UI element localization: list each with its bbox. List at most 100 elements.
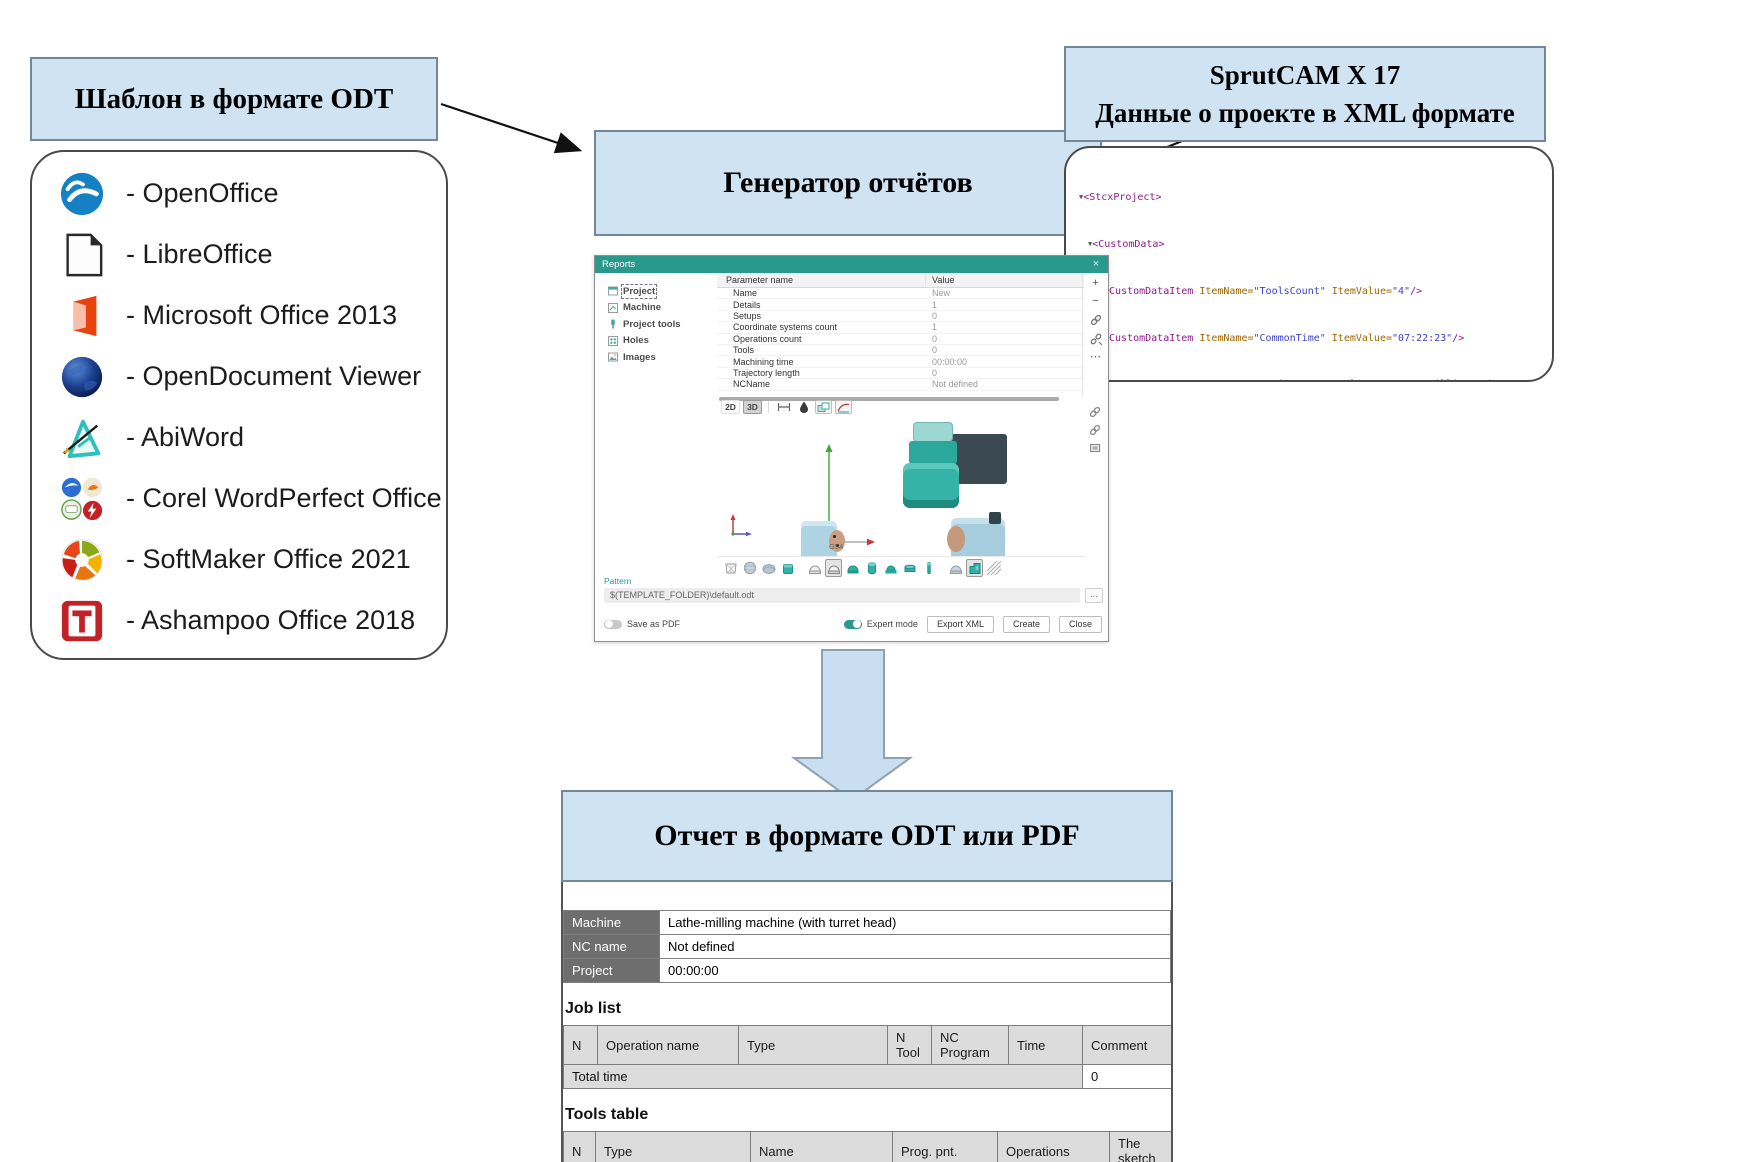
plus-icon[interactable]: + xyxy=(1092,277,1099,289)
parameter-table-header: Parameter name Value xyxy=(717,273,1084,288)
app-label: - Ashampoo Office 2018 xyxy=(126,605,416,635)
chuck-white-icon[interactable] xyxy=(806,559,823,577)
save-as-pdf-label: Save as PDF xyxy=(627,619,681,629)
close-icon[interactable]: × xyxy=(1092,258,1100,270)
job-list-table: N Operation name Type N Tool NC Program … xyxy=(563,1025,1171,1089)
save-as-pdf-toggle[interactable] xyxy=(604,619,622,629)
expert-mode-toggle[interactable] xyxy=(843,619,862,629)
nav-item-holes[interactable]: Holes xyxy=(608,335,717,346)
unlink-icon[interactable] xyxy=(1090,333,1102,345)
part-gear xyxy=(903,463,959,508)
snapshot-icon[interactable] xyxy=(1089,442,1101,454)
app-label: - SoftMaker Office 2021 xyxy=(126,544,411,574)
pin-icon[interactable] xyxy=(920,559,937,577)
sphere-part-icon[interactable] xyxy=(741,559,758,577)
app-label: - Corel WordPerfect Office xyxy=(126,483,442,513)
chuck-dot xyxy=(836,544,839,547)
tab-2d[interactable]: 2D xyxy=(721,400,740,414)
browse-button[interactable]: ... xyxy=(1085,588,1103,603)
solid-part-icon[interactable] xyxy=(779,559,796,577)
mesh-part-icon[interactable] xyxy=(760,559,777,577)
report-output-title: Отчет в формате ODT или PDF xyxy=(654,819,1080,852)
app-label: - Microsoft Office 2013 xyxy=(126,300,398,330)
export-xml-button[interactable]: Export XML xyxy=(926,615,994,633)
template-format-title: Шаблон в формате ODT xyxy=(74,82,394,115)
reports-dialog: Reports × Project Machine Project tools … xyxy=(594,255,1109,642)
nav-item-images[interactable]: Images xyxy=(608,351,717,363)
images-icon xyxy=(608,352,618,362)
nav-item-project[interactable]: Project xyxy=(608,283,717,299)
create-button[interactable]: Create xyxy=(1002,615,1050,633)
link-icon[interactable] xyxy=(1090,314,1102,326)
overlap-icon[interactable] xyxy=(815,400,832,414)
barrel-icon[interactable] xyxy=(863,559,880,577)
part-body xyxy=(909,441,957,464)
project-icon xyxy=(608,286,618,296)
coordinate-system-label: G54 xyxy=(829,542,844,551)
col-value: Value xyxy=(932,275,955,285)
more-icon[interactable]: ⋯ xyxy=(1090,351,1101,363)
list-item: - OpenOffice xyxy=(32,163,446,224)
libreoffice-icon xyxy=(66,233,103,276)
list-item: - Ashampoo Office 2018 xyxy=(32,590,446,651)
dialog-title: Reports xyxy=(602,259,636,270)
holes-icon xyxy=(608,335,618,346)
nav-label: Machine xyxy=(623,302,662,313)
chuck-selected-icon[interactable] xyxy=(825,558,842,577)
xml-line[interactable]: ▼<CustomData> xyxy=(1088,238,1165,250)
corel-icon xyxy=(61,477,103,520)
3d-viewport[interactable]: G54 xyxy=(717,416,1084,556)
chuck-teal2-icon[interactable] xyxy=(882,559,899,577)
curve-icon[interactable] xyxy=(835,400,852,414)
openoffice-icon xyxy=(60,172,104,215)
disc-icon[interactable] xyxy=(901,559,918,577)
abiword-icon xyxy=(63,419,101,458)
nav-item-machine[interactable]: Machine xyxy=(608,302,717,313)
list-item: - Corel WordPerfect Office xyxy=(32,468,446,529)
collapse-triangle-icon[interactable]: ▼ xyxy=(1079,193,1084,202)
cap-gray-icon[interactable] xyxy=(947,559,964,577)
collapse-triangle-icon[interactable]: ▼ xyxy=(1088,239,1093,248)
orientation-triad-icon xyxy=(730,514,752,537)
chuck-teal-icon[interactable] xyxy=(844,559,861,577)
list-item: - AbiWord xyxy=(32,407,446,468)
nav-label: Project xyxy=(620,283,658,299)
horizontal-scrollbar[interactable] xyxy=(719,397,1059,401)
hatch-icon[interactable] xyxy=(985,559,1002,577)
app-label: - OpenOffice xyxy=(126,178,279,208)
project-tools-icon xyxy=(611,319,615,329)
link-icon[interactable] xyxy=(1089,406,1101,418)
machine-teal-icon[interactable] xyxy=(966,558,983,577)
droplet-icon[interactable] xyxy=(795,400,812,414)
nav-label: Images xyxy=(623,351,656,363)
sprutcam-title-line2: Данные о проекте в XML формате xyxy=(1095,98,1515,128)
wire-part-icon[interactable] xyxy=(722,559,739,577)
dialog-titlebar[interactable]: Reports × xyxy=(595,256,1108,273)
ashampoo-icon xyxy=(61,600,103,641)
tab-3d[interactable]: 3D xyxy=(743,400,762,414)
link-icon[interactable] xyxy=(1089,424,1101,436)
minus-icon[interactable]: − xyxy=(1092,295,1099,307)
xml-line[interactable]: ▼<StcxProject> xyxy=(1079,192,1162,204)
close-button[interactable]: Close xyxy=(1058,615,1102,633)
nav-item-project-tools[interactable]: Project tools xyxy=(608,319,717,330)
pattern-field[interactable]: $(TEMPLATE_FOLDER)\default.odt xyxy=(604,588,1080,603)
report-output-box: Отчет в формате ODT или PDF xyxy=(561,790,1173,882)
app-label: - AbiWord xyxy=(126,422,245,452)
measure-icon[interactable] xyxy=(775,400,792,414)
msoffice-icon xyxy=(73,295,97,336)
